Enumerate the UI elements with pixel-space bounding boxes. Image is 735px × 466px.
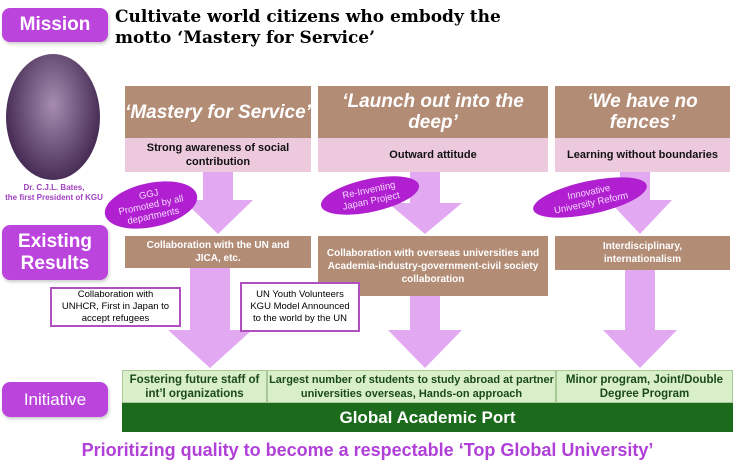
label-line: Existing [18, 230, 92, 252]
portrait-image [6, 54, 100, 180]
arrow-down-icon [388, 172, 462, 234]
global-academic-port-bar: Global Academic Port [122, 403, 733, 432]
portrait-caption: Dr. C.J.L. Bates, the first President of… [0, 183, 108, 203]
footer-slogan: Prioritizing quality to become a respect… [81, 440, 654, 460]
column-title: ‘Mastery for Service’ [125, 86, 311, 138]
column-subtitle: Learning without boundaries [555, 138, 730, 172]
arrow-down-icon [388, 296, 462, 368]
mission-line-1: Cultivate world citizens who embody the [115, 7, 501, 27]
mission-statement: Cultivate world citizens who embody the … [115, 7, 501, 49]
initiative-cell: Minor program, Joint/Double Degree Progr… [556, 370, 733, 403]
initiative-label: Initiative [2, 382, 108, 417]
label-line: Results [20, 252, 90, 274]
column-title: ‘Launch out into the deep’ [318, 86, 548, 138]
column-subtitle: Strong awareness of social contribution [125, 138, 311, 172]
mission-label: Mission [2, 8, 108, 42]
note-un-youth-volunteers: UN Youth Volunteers KGU Model Announced … [240, 282, 360, 332]
result-box: Collaboration with the UN and JICA, etc. [125, 236, 311, 268]
column-title: ‘We have no fences’ [555, 86, 730, 138]
arrow-down-icon [603, 270, 677, 368]
initiative-cell: Largest number of students to study abro… [267, 370, 556, 403]
mission-line-2: motto ‘Mastery for Service’ [115, 28, 376, 48]
result-box: Interdisciplinary, internationalism [555, 236, 730, 270]
column-subtitle: Outward attitude [318, 138, 548, 172]
note-unhcr: Collaboration with UNHCR, First in Japan… [50, 287, 181, 327]
initiative-cell: Fostering future staff of int’l organiza… [122, 370, 267, 403]
arrow-down-icon [168, 268, 252, 368]
arrow-down-icon [183, 172, 253, 234]
caption-title: the first President of KGU [5, 193, 103, 202]
caption-name: Dr. C.J.L. Bates, [23, 183, 85, 192]
